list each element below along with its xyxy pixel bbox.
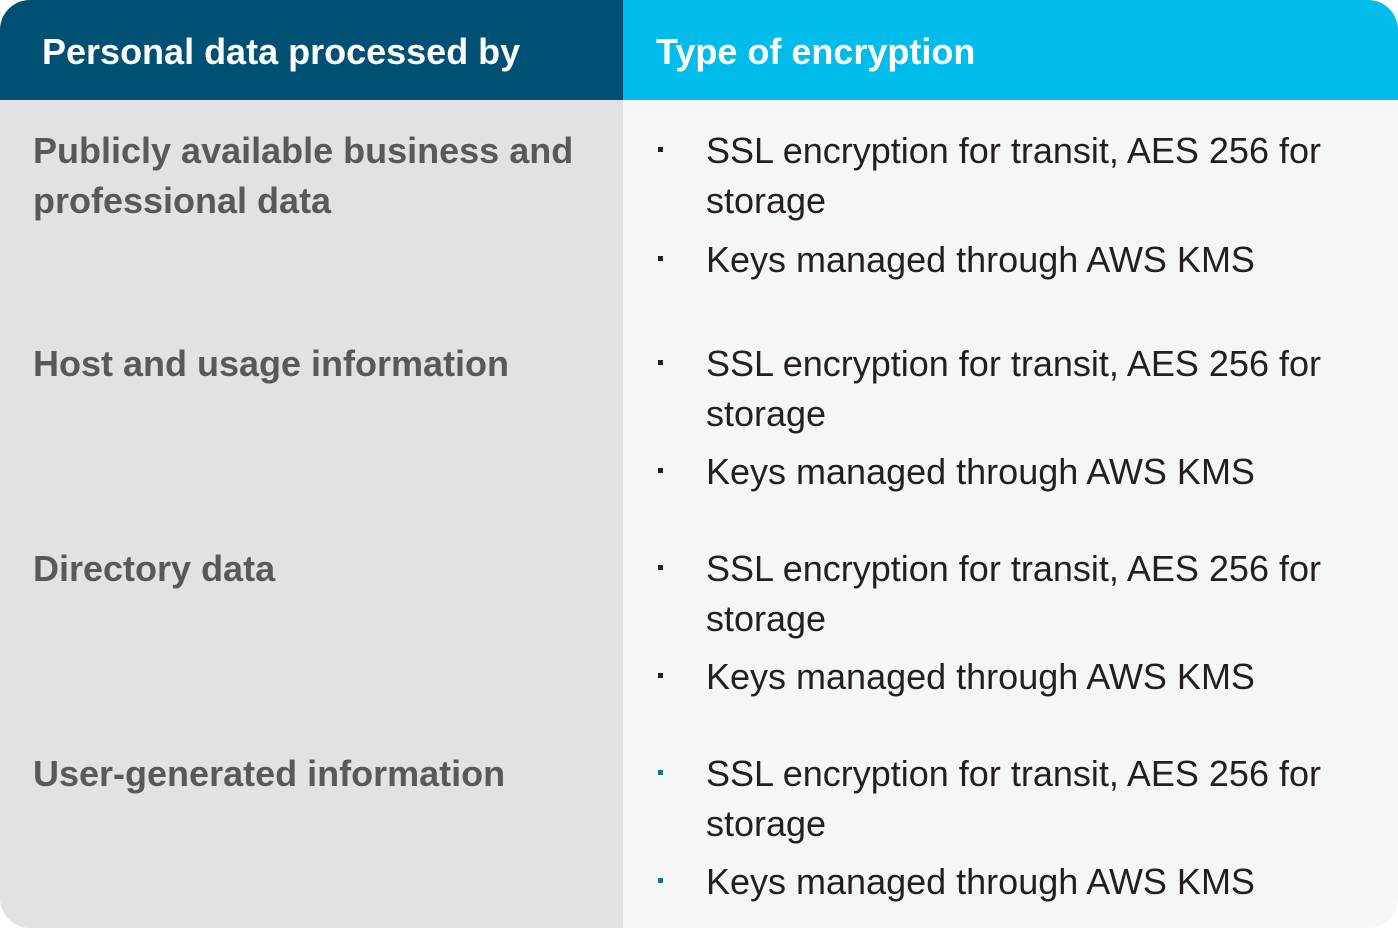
- row-label-directory-data: Directory data: [33, 548, 276, 589]
- bullet-icon: [658, 673, 663, 678]
- left-column-background: [0, 0, 623, 928]
- bullet-text: SSL encryption for transit, AES 256 for …: [706, 753, 1321, 844]
- row-bullets-public-data: SSL encryption for transit, AES 256 for …: [655, 126, 1375, 285]
- list-item: SSL encryption for transit, AES 256 for …: [655, 749, 1375, 849]
- bullet-text: SSL encryption for transit, AES 256 for …: [706, 548, 1321, 639]
- bullet-text: Keys managed through AWS KMS: [706, 451, 1255, 492]
- bullet-text: SSL encryption for transit, AES 256 for …: [706, 343, 1321, 434]
- row-label-public-data: Publicly available business and professi…: [33, 130, 574, 221]
- bullet-text: Keys managed through AWS KMS: [706, 239, 1255, 280]
- list-item: Keys managed through AWS KMS: [655, 447, 1375, 497]
- bullet-text: Keys managed through AWS KMS: [706, 656, 1255, 697]
- list-item: Keys managed through AWS KMS: [655, 235, 1375, 285]
- header-cell-encryption-type: Type of encryption: [623, 0, 1398, 100]
- list-item: SSL encryption for transit, AES 256 for …: [655, 126, 1375, 226]
- bullet-icon: [658, 468, 663, 473]
- list-item: Keys managed through AWS KMS: [655, 652, 1375, 702]
- row-label-host-usage: Host and usage information: [33, 343, 510, 384]
- bullet-icon: [658, 147, 663, 152]
- header-cell-personal-data: Personal data processed by: [0, 0, 623, 100]
- list-item: SSL encryption for transit, AES 256 for …: [655, 339, 1375, 439]
- list-item: SSL encryption for transit, AES 256 for …: [655, 544, 1375, 644]
- bullet-icon: [658, 770, 663, 775]
- row-bullets-directory-data: SSL encryption for transit, AES 256 for …: [655, 544, 1375, 702]
- row-bullets-host-usage: SSL encryption for transit, AES 256 for …: [655, 339, 1375, 497]
- bullet-icon: [658, 256, 663, 261]
- row-bullets-user-generated: SSL encryption for transit, AES 256 for …: [655, 749, 1375, 907]
- header-label-personal-data: Personal data processed by: [42, 31, 521, 72]
- row-label-user-generated: User-generated information: [33, 753, 506, 794]
- bullet-icon: [658, 878, 663, 883]
- bullet-text: Keys managed through AWS KMS: [706, 861, 1255, 902]
- bullet-icon: [658, 565, 663, 570]
- bullet-icon: [658, 360, 663, 365]
- bullet-text: SSL encryption for transit, AES 256 for …: [706, 130, 1321, 221]
- header-label-encryption-type: Type of encryption: [656, 31, 976, 72]
- list-item: Keys managed through AWS KMS: [655, 857, 1375, 907]
